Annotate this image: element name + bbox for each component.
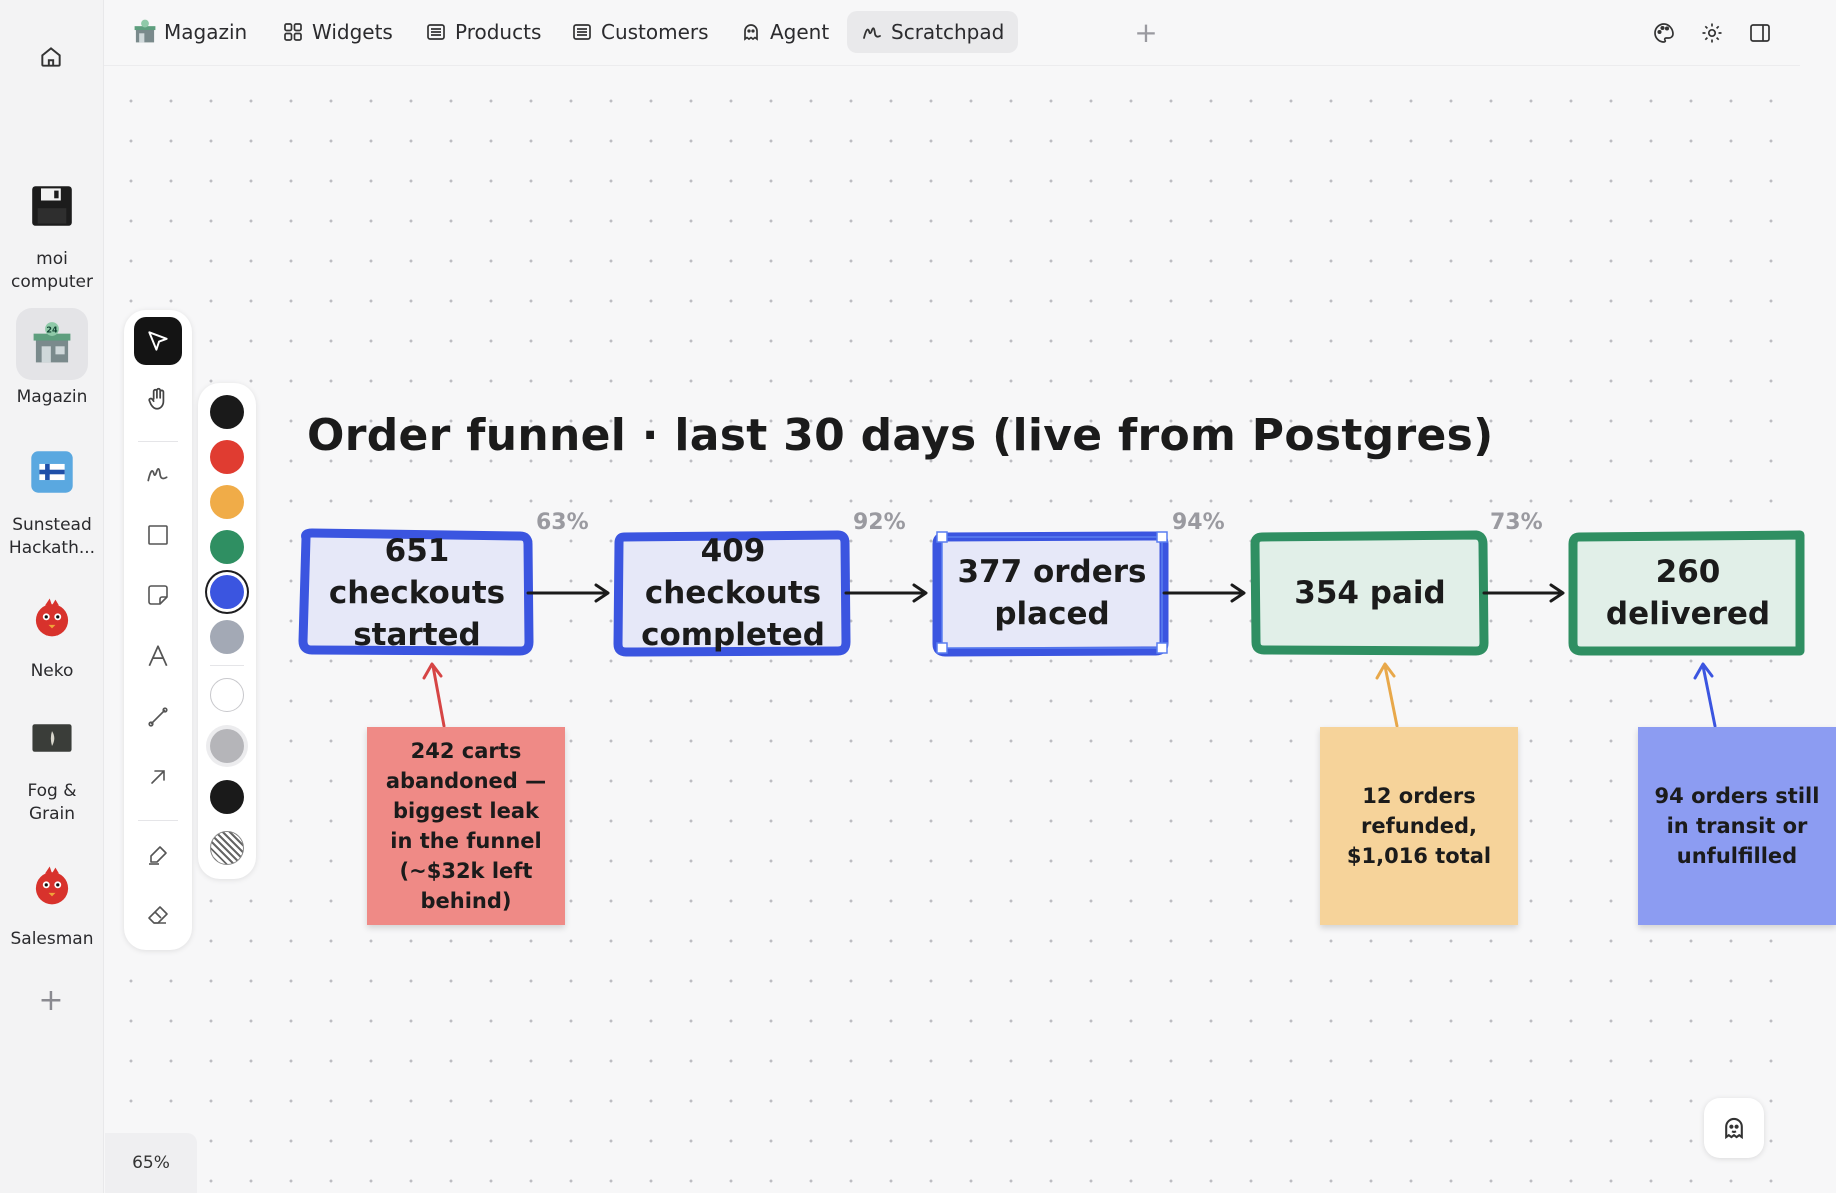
color-swatch-blue[interactable] xyxy=(210,575,244,609)
red-bird-icon xyxy=(16,582,88,654)
fill-hatch-swatch[interactable] xyxy=(210,831,244,865)
app-label: Fog & Grain xyxy=(27,781,77,824)
palette-icon[interactable] xyxy=(1651,20,1677,46)
sidebar-toggle-icon[interactable] xyxy=(1747,20,1773,46)
color-swatch-red[interactable] xyxy=(210,440,244,474)
tab-label: Magazin xyxy=(164,20,248,44)
fog-grain-icon xyxy=(16,702,88,774)
select-tool[interactable] xyxy=(134,317,182,365)
divider xyxy=(138,441,178,442)
floppy-disk-icon xyxy=(16,170,88,242)
conversion-rate: 92% xyxy=(853,510,906,535)
divider xyxy=(138,820,178,821)
sticky-note-tool[interactable] xyxy=(134,571,182,619)
gear-icon[interactable] xyxy=(1699,20,1725,46)
rectangle-tool[interactable] xyxy=(134,511,182,559)
arrow-tool[interactable] xyxy=(134,753,182,801)
highlighter-tool[interactable] xyxy=(134,831,182,879)
zoom-level[interactable]: 65% xyxy=(105,1133,197,1193)
svg-text:24: 24 xyxy=(46,326,58,335)
conversion-rate: 63% xyxy=(536,510,589,535)
tab-label: Agent xyxy=(770,20,830,44)
grid-icon xyxy=(282,21,304,43)
app-fog-grain[interactable]: Fog & Grain xyxy=(0,702,104,826)
funnel-node-checkouts-completed[interactable]: 409 checkouts completed xyxy=(641,533,825,653)
ghost-icon xyxy=(740,21,762,43)
app-label: Neko xyxy=(30,661,74,681)
app-sunstead-hackathon[interactable]: Sunstead Hackath... xyxy=(0,436,104,560)
color-palette xyxy=(198,383,256,879)
color-swatch-black[interactable] xyxy=(210,395,244,429)
fill-none-swatch[interactable] xyxy=(210,678,244,712)
fill-solid-swatch[interactable] xyxy=(210,780,244,814)
red-bird-icon xyxy=(16,850,88,922)
text-tool[interactable] xyxy=(134,632,182,680)
board-title[interactable]: Order funnel · last 30 days (live from P… xyxy=(307,410,1494,461)
fill-light-swatch[interactable] xyxy=(210,729,244,763)
scribble-icon xyxy=(861,21,883,43)
color-swatch-orange[interactable] xyxy=(210,485,244,519)
tab-agent[interactable]: Agent xyxy=(726,11,843,53)
funnel-node-orders-placed[interactable]: 377 orders placed xyxy=(957,554,1147,632)
conversion-rate: 73% xyxy=(1490,510,1543,535)
hand-tool[interactable] xyxy=(134,375,182,423)
color-swatch-green[interactable] xyxy=(210,530,244,564)
funnel-node-checkouts-started[interactable]: 651 checkouts started xyxy=(328,533,506,653)
add-app-icon[interactable]: + xyxy=(38,982,64,1018)
tab-label: Customers xyxy=(601,20,709,44)
tab-label: Widgets xyxy=(312,20,393,44)
list-icon xyxy=(571,21,593,43)
pen-tool[interactable] xyxy=(134,450,182,498)
app-neko[interactable]: Neko xyxy=(0,582,104,683)
color-swatch-gray[interactable] xyxy=(210,620,244,654)
agent-ghost-button[interactable] xyxy=(1704,1098,1764,1158)
home-icon[interactable] xyxy=(34,40,68,74)
shop-24-icon: 24 xyxy=(16,308,88,380)
app-label: moi computer xyxy=(11,249,93,292)
funnel-node-delivered[interactable]: 260 delivered xyxy=(1605,554,1771,632)
tab-bar: Magazin Widgets Products Customers Agent… xyxy=(104,0,1800,66)
line-tool[interactable] xyxy=(134,693,182,741)
tab-scratchpad[interactable]: Scratchpad xyxy=(847,11,1019,53)
app-moi-computer[interactable]: moi computer xyxy=(0,170,104,294)
list-icon xyxy=(425,21,447,43)
sticky-note-abandoned-carts[interactable]: 242 carts abandoned — biggest leak in th… xyxy=(367,727,565,925)
sticky-note-refunds[interactable]: 12 orders refunded, $1,016 total xyxy=(1320,727,1518,925)
tab-label: Products xyxy=(455,20,542,44)
tool-palette xyxy=(124,310,192,950)
shop-icon xyxy=(134,19,156,43)
eraser-tool[interactable] xyxy=(134,891,182,939)
app-rail: moi computer 24 Magazin Sunstead Hackath… xyxy=(0,0,104,1193)
tab-widgets[interactable]: Widgets xyxy=(268,11,407,53)
app-label: Magazin xyxy=(16,387,88,407)
tab-customers[interactable]: Customers xyxy=(557,11,723,53)
tab-magazin[interactable]: Magazin xyxy=(120,11,261,53)
app-salesman[interactable]: Salesman xyxy=(0,850,104,951)
finland-flag-icon xyxy=(16,436,88,508)
add-tab-icon[interactable]: + xyxy=(1134,15,1158,49)
tab-label: Scratchpad xyxy=(891,20,1005,44)
app-label: Sunstead Hackath... xyxy=(8,515,96,558)
tab-products[interactable]: Products xyxy=(411,11,555,53)
ghost-icon xyxy=(1725,1117,1743,1140)
sticky-note-in-transit[interactable]: 94 orders still in transit or unfulfille… xyxy=(1638,727,1836,925)
app-magazin[interactable]: 24 Magazin xyxy=(0,308,104,409)
app-label: Salesman xyxy=(10,929,94,949)
funnel-node-paid[interactable]: 354 paid xyxy=(1294,575,1446,611)
divider xyxy=(210,665,244,666)
conversion-rate: 94% xyxy=(1172,510,1225,535)
